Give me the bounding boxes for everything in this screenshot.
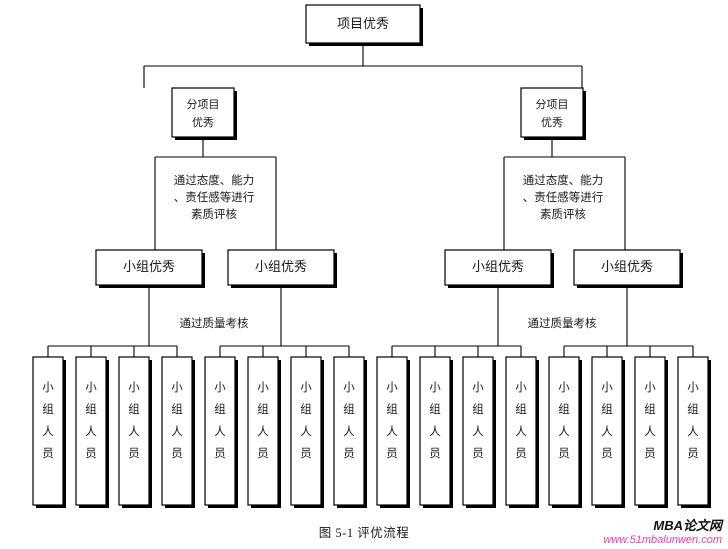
criteria-label-right: 通过态度、能力 、责任感等进行 素质评核 — [523, 173, 604, 221]
leaf-box-14: 小组人员 — [591, 356, 625, 508]
subproject-left-label-line2: 优秀 — [192, 116, 214, 129]
quality-label-right: 通过质量考核 — [528, 316, 597, 330]
leaf-6-label: 小组人员 — [257, 381, 269, 460]
leaf-box-2: 小组人员 — [75, 356, 109, 508]
leaf-4-label: 小组人员 — [171, 381, 183, 460]
leaf-10-label: 小组人员 — [429, 381, 441, 460]
criteria-left-line2: 、责任感等进行 — [174, 190, 255, 204]
group-3-label: 小组优秀 — [472, 259, 524, 274]
subproject-left-label-line1: 分项目 — [187, 98, 220, 111]
node-subproject-left: 分项目 优秀 — [171, 87, 237, 140]
criteria-label-left: 通过态度、能力 、责任感等进行 素质评核 — [174, 173, 255, 221]
quality-left-text: 通过质量考核 — [180, 316, 249, 330]
node-group-4: 小组优秀 — [573, 249, 683, 288]
leaf-14-label: 小组人员 — [601, 381, 613, 460]
leaf-box-6: 小组人员 — [247, 356, 281, 508]
leaf-box-8: 小组人员 — [333, 356, 367, 508]
connector-root-to-level2 — [143, 43, 583, 88]
leaf-13-label: 小组人员 — [558, 381, 570, 460]
leaf-2-label: 小组人员 — [85, 381, 97, 460]
leaf-boxes: 小组人员 小组人员 小组人员 小组人员 — [32, 356, 711, 508]
criteria-right-line2: 、责任感等进行 — [523, 190, 604, 204]
leaf-9-label: 小组人员 — [386, 381, 398, 460]
leaf-11-label: 小组人员 — [472, 381, 484, 460]
quality-label-left: 通过质量考核 — [180, 316, 249, 330]
node-root: 项目优秀 — [305, 4, 423, 46]
group-2-label: 小组优秀 — [255, 259, 307, 274]
leaf-12-label: 小组人员 — [515, 381, 527, 460]
watermark: MBA论文网 www.51mbalunwen.com — [603, 518, 722, 547]
leaf-7-label: 小组人员 — [300, 381, 312, 460]
connector-group-4-to-leaves — [563, 285, 694, 357]
leaf-box-13: 小组人员 — [548, 356, 582, 508]
leaf-16-label: 小组人员 — [687, 381, 699, 460]
criteria-right-line3: 素质评核 — [540, 207, 586, 221]
leaf-3-label: 小组人员 — [128, 381, 140, 460]
diagram-canvas: 项目优秀 分项目 优秀 分项目 优秀 通过态度、能力 、责任感等进行 素质评核 — [32, 4, 711, 508]
criteria-right-line1: 通过态度、能力 — [523, 173, 604, 187]
leaf-box-4: 小组人员 — [161, 356, 195, 508]
group-1-box — [95, 249, 203, 286]
subproject-left-box — [171, 87, 235, 138]
connector-criteria-right — [503, 137, 626, 250]
group-1-label: 小组优秀 — [123, 259, 175, 274]
subproject-right-label-line1: 分项目 — [536, 98, 569, 111]
node-group-3: 小组优秀 — [444, 249, 554, 288]
subproject-right-box — [520, 87, 584, 138]
node-subproject-right: 分项目 优秀 — [520, 87, 586, 140]
connector-group-3-to-leaves — [391, 285, 522, 357]
leaf-box-15: 小组人员 — [634, 356, 668, 508]
leaf-8-label: 小组人员 — [343, 381, 355, 460]
watermark-site-name: MBA论文网 — [653, 518, 722, 534]
root-box — [305, 4, 421, 44]
leaf-box-1: 小组人员 — [32, 356, 66, 508]
leaf-box-9: 小组人员 — [376, 356, 410, 508]
leaf-box-5: 小组人员 — [204, 356, 238, 508]
leaf-box-7: 小组人员 — [290, 356, 324, 508]
criteria-left-line1: 通过态度、能力 — [174, 173, 255, 187]
node-group-1: 小组优秀 — [95, 249, 205, 288]
group-4-label: 小组优秀 — [601, 259, 653, 274]
quality-right-text: 通过质量考核 — [528, 316, 597, 330]
leaf-box-16: 小组人员 — [677, 356, 711, 508]
leaf-1-label: 小组人员 — [42, 381, 54, 460]
node-group-2: 小组优秀 — [227, 249, 337, 288]
criteria-left-line3: 素质评核 — [191, 207, 237, 221]
subproject-right-label-line2: 优秀 — [541, 116, 563, 129]
leaf-5-label: 小组人员 — [214, 381, 226, 460]
leaf-box-10: 小组人员 — [419, 356, 453, 508]
figure-caption: 图 5-1 评优流程 — [318, 526, 410, 540]
leaf-15-label: 小组人员 — [644, 381, 656, 460]
connector-group-1-to-leaves — [47, 285, 178, 357]
watermark-site-url: www.51mbalunwen.com — [603, 534, 722, 547]
leaf-box-11: 小组人员 — [462, 356, 496, 508]
connector-group-2-to-leaves — [219, 285, 350, 357]
leaf-box-3: 小组人员 — [118, 356, 152, 508]
leaf-box-12: 小组人员 — [505, 356, 539, 508]
connector-criteria-left — [154, 137, 277, 250]
root-label: 项目优秀 — [337, 16, 389, 31]
